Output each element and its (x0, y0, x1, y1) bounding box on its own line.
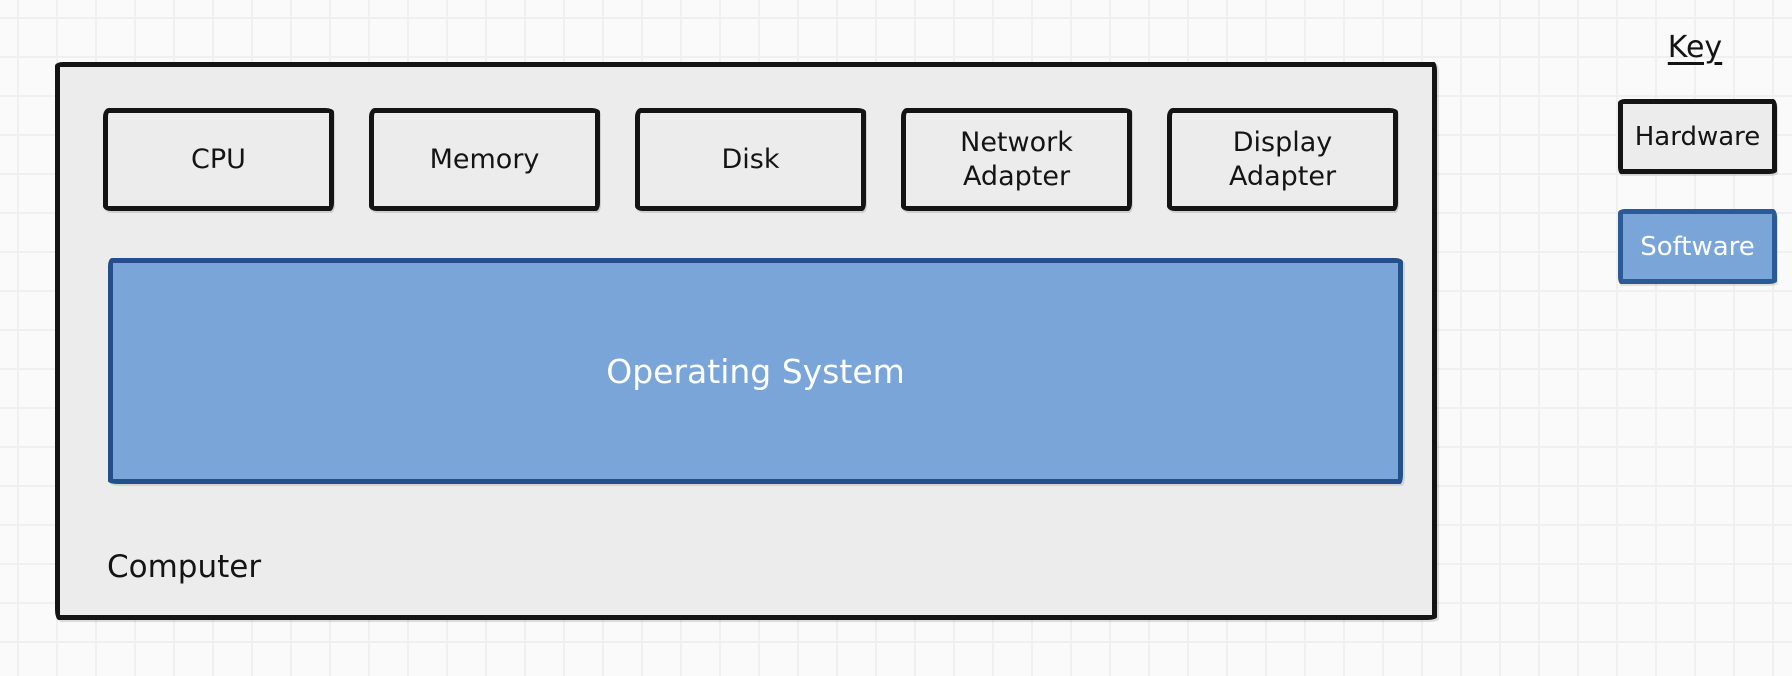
computer-container-label: Computer (107, 549, 262, 585)
hardware-box-memory-label: Memory (429, 143, 540, 175)
key-swatch-software-label: Software (1640, 231, 1755, 262)
hardware-box-display-adapter: Display Adapter (1167, 108, 1398, 211)
key-title: Key (1667, 30, 1723, 65)
hardware-box-cpu-label: CPU (191, 143, 246, 175)
hardware-box-disk: Disk (635, 108, 866, 211)
software-box-operating-system: Operating System (108, 258, 1403, 484)
hardware-box-display-adapter-label: Display Adapter (1228, 126, 1337, 192)
hardware-box-memory: Memory (369, 108, 600, 211)
hardware-row: CPU Memory Disk Network Adapter Display … (103, 108, 1398, 211)
key-swatch-hardware-label: Hardware (1634, 121, 1761, 152)
computer-container: CPU Memory Disk Network Adapter Display … (55, 62, 1437, 620)
hardware-box-disk-label: Disk (721, 143, 780, 175)
hardware-box-network-adapter-label: Network Adapter (960, 126, 1073, 192)
hardware-box-network-adapter: Network Adapter (901, 108, 1132, 211)
hardware-box-cpu: CPU (103, 108, 334, 211)
key-swatch-hardware: Hardware (1618, 99, 1777, 174)
software-box-operating-system-label: Operating System (606, 351, 905, 391)
key-swatch-software: Software (1618, 209, 1777, 284)
